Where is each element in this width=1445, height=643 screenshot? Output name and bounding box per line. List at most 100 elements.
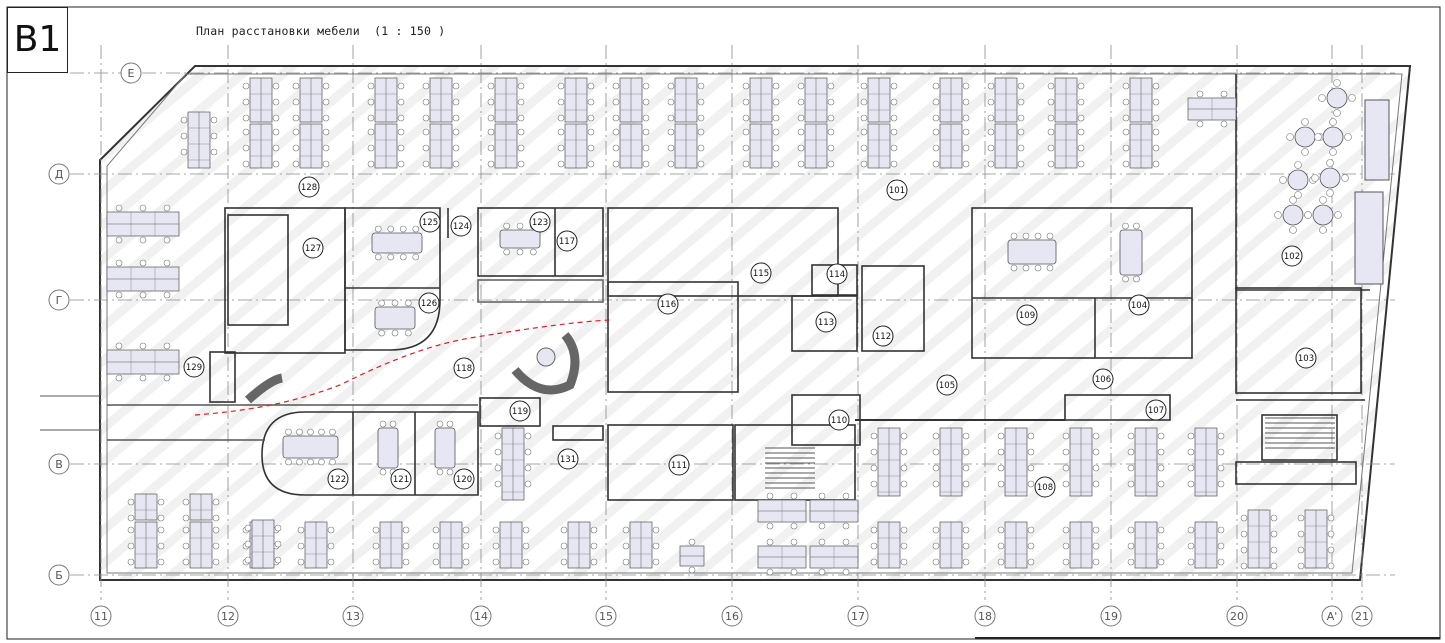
grid-bubble — [847, 605, 869, 627]
room-tag: 103 — [1295, 347, 1317, 369]
room-tag: 101 — [886, 179, 908, 201]
desk-cluster — [870, 427, 908, 497]
grid-bubble — [342, 605, 364, 627]
grid-label: 13 — [346, 610, 360, 623]
room-number: 128 — [301, 183, 317, 193]
room-tag: 124 — [450, 215, 472, 237]
grid-label: 19 — [1104, 610, 1118, 623]
sheet-id: B1 — [7, 7, 68, 73]
round-table — [1286, 118, 1324, 156]
desk-cluster — [180, 111, 218, 169]
desk-cluster — [860, 77, 898, 123]
room-number: 121 — [393, 475, 409, 485]
room-number: 117 — [559, 237, 575, 247]
grid-label: Д — [55, 168, 64, 181]
room-number: 127 — [305, 244, 321, 254]
desk-cluster — [560, 521, 598, 569]
meeting-table — [434, 420, 456, 476]
meeting-table — [499, 222, 541, 256]
desk-cluster — [372, 521, 410, 569]
desk-cluster — [667, 77, 705, 123]
meeting-table — [1007, 232, 1057, 272]
room-tag: 128 — [298, 176, 320, 198]
grid-label: Е — [128, 67, 135, 80]
desk-row — [106, 204, 180, 244]
room-number: 124 — [453, 222, 469, 232]
room-tag: 105 — [936, 374, 958, 396]
grid-label: 21 — [1355, 610, 1369, 623]
grid-bubble — [595, 605, 617, 627]
room-tag: 126 — [418, 292, 440, 314]
room-tag: 121 — [390, 468, 412, 490]
lounge-sofa — [244, 373, 284, 404]
room-number: 125 — [422, 218, 438, 228]
desk-row — [679, 538, 705, 574]
round-table — [1311, 159, 1349, 197]
desk-cluster — [367, 123, 405, 169]
meeting-table — [371, 225, 423, 261]
desk-cluster — [182, 493, 220, 522]
desk-cluster — [292, 123, 330, 169]
desk-row — [757, 492, 807, 530]
desk-cluster — [1122, 123, 1160, 169]
room-tag: 123 — [529, 211, 551, 233]
room-number: 131 — [560, 455, 576, 465]
desk-cluster — [297, 521, 335, 569]
desk-cluster — [487, 77, 525, 123]
desk-cluster — [997, 427, 1035, 497]
desk-cluster — [1187, 427, 1225, 497]
room-tag: 109 — [1016, 304, 1038, 326]
grid-label: Б — [55, 569, 63, 582]
grid-bubble — [1226, 605, 1248, 627]
grid-bubble — [1100, 605, 1122, 627]
room-number: 119 — [512, 407, 528, 417]
room-tags: 1011021031041051061071081091101111121131… — [183, 176, 1317, 498]
grid-bubble — [48, 289, 70, 311]
grid-label: 15 — [599, 610, 613, 623]
room-number: 101 — [889, 186, 905, 196]
room-number: 109 — [1019, 311, 1035, 321]
room-tag: 116 — [657, 293, 679, 315]
desk-cluster — [1047, 123, 1085, 169]
desk-cluster — [667, 123, 705, 169]
desk-cluster — [987, 123, 1025, 169]
grid-label: 20 — [1230, 610, 1244, 623]
grid-bubble — [1321, 605, 1343, 627]
desk-cluster — [244, 519, 282, 569]
room-tag: 131 — [557, 448, 579, 470]
room-tag: 118 — [453, 357, 475, 379]
room-tag: 117 — [556, 230, 578, 252]
desk-cluster — [742, 77, 780, 123]
room-number: 118 — [456, 364, 472, 374]
room-number: 108 — [1037, 483, 1053, 493]
desk-cluster — [612, 77, 650, 123]
desk-cluster — [242, 77, 280, 123]
room-tag: 107 — [1145, 399, 1167, 421]
desk-cluster — [492, 521, 530, 569]
meeting-table — [1119, 222, 1143, 283]
meeting-table — [282, 428, 339, 466]
furniture — [106, 77, 1390, 576]
desk-cluster — [242, 123, 280, 169]
lounge-sofa — [511, 332, 580, 395]
room-tag: 110 — [828, 409, 850, 431]
grid-bubble — [48, 564, 70, 586]
desk-cluster — [422, 123, 460, 169]
room-number: 106 — [1095, 375, 1111, 385]
booth — [1354, 191, 1384, 285]
lounge-table — [536, 347, 556, 367]
room-number: 114 — [829, 270, 845, 280]
desk-cluster — [422, 77, 460, 123]
desk-cluster — [797, 123, 835, 169]
grid-bubble — [120, 62, 142, 84]
room-number: 126 — [421, 299, 437, 309]
desk-cluster — [1122, 77, 1160, 123]
room-number: 103 — [1298, 354, 1314, 364]
meeting-table — [377, 420, 399, 476]
desk-cluster — [797, 77, 835, 123]
desk-cluster — [487, 123, 525, 169]
desk-cluster — [997, 521, 1035, 569]
building-outline — [40, 65, 1412, 581]
desk-row — [809, 538, 859, 576]
